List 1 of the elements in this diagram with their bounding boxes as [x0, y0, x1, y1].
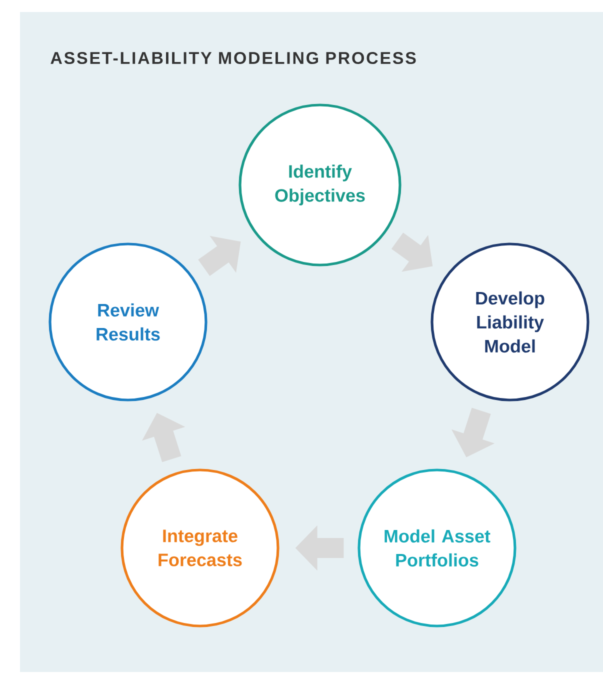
title: ASSET-LIABILITY MODELING PROCESS: [50, 52, 416, 64]
